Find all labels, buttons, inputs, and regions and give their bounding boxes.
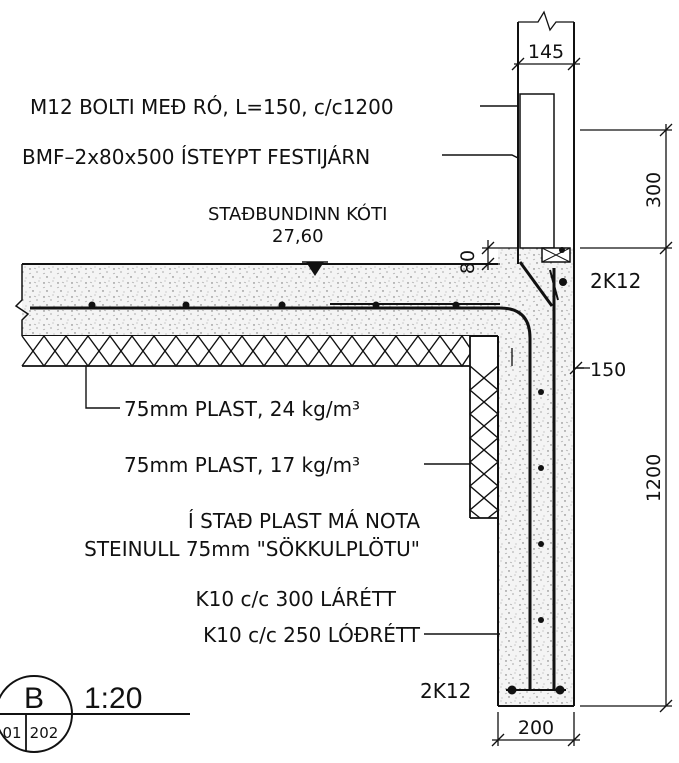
dim-bottom-width: 200 bbox=[518, 717, 554, 739]
dimension-lines bbox=[481, 40, 673, 747]
rebar-top-label: 2K12 bbox=[590, 269, 641, 293]
rebar-bottom-label: 2K12 bbox=[420, 679, 471, 703]
foundation-wall bbox=[470, 10, 575, 707]
insulation-under-slab bbox=[21, 334, 471, 368]
dim-wall-offset: 150 bbox=[590, 359, 626, 381]
dim-top-height: 300 bbox=[643, 172, 665, 208]
dim-slab-step: 80 bbox=[457, 250, 479, 274]
bmf-label: BMF–2x80x500 ÍSTEYPT FESTIJÁRN bbox=[22, 145, 370, 169]
alternative-line-2: STEINULL 75mm "SÖKKULPLÖTU" bbox=[84, 537, 420, 561]
bolt-label: M12 BOLTI MEÐ RÓ, L=150, c/c1200 bbox=[30, 95, 394, 119]
reinforcement bbox=[30, 247, 567, 695]
level-value: 27,60 bbox=[272, 226, 324, 247]
floor-slab bbox=[14, 263, 518, 337]
k10-horizontal-label: K10 c/c 300 LÁRÉTT bbox=[196, 587, 397, 611]
alternative-line-1: Í STAÐ PLAST MÁ NOTA bbox=[188, 509, 420, 533]
detail-scale: 1:20 bbox=[84, 682, 142, 715]
dim-top-width: 145 bbox=[528, 41, 564, 63]
plast-24-label: 75mm PLAST, 24 kg/m³ bbox=[124, 397, 360, 421]
insulation-on-wall bbox=[468, 336, 500, 519]
level-marker bbox=[302, 261, 328, 276]
level-title: STAÐBUNDINN KÓTI bbox=[208, 203, 387, 225]
k10-vertical-label: K10 c/c 250 LÓÐRÉTT bbox=[203, 623, 421, 647]
sheet-ref-right: 202 bbox=[30, 724, 59, 742]
detail-letter: B bbox=[24, 682, 44, 715]
sheet-ref-left: 01 bbox=[2, 724, 21, 742]
dim-wall-height: 1200 bbox=[643, 454, 665, 502]
plast-17-label: 75mm PLAST, 17 kg/m³ bbox=[124, 453, 360, 477]
detail-title-block: B 1:20 01 202 bbox=[0, 675, 190, 753]
leader-lines bbox=[85, 105, 584, 635]
